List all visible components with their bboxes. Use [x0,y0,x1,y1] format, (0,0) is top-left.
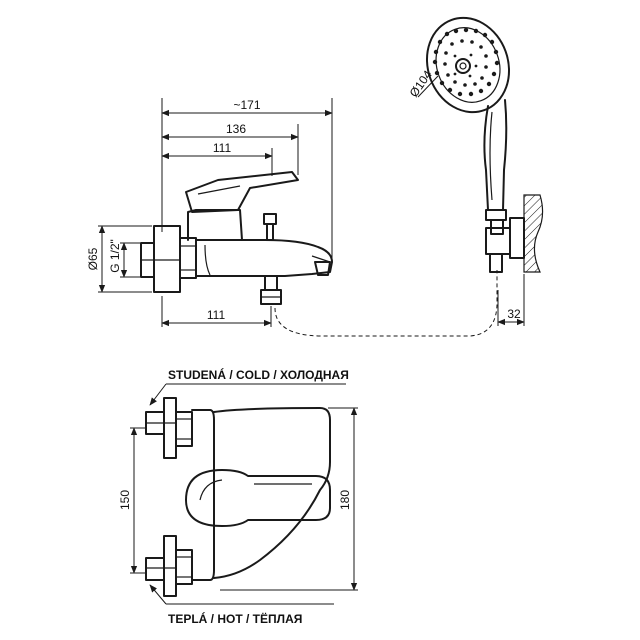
front-body-column [191,409,215,581]
dim-thread: G 1/2" [108,239,122,273]
diverter-stem [266,223,274,241]
dim-wall-to-outlet: 111 [207,308,226,322]
shower-outlet [264,275,278,291]
holder-bracket [485,227,511,255]
cold-nut [175,411,193,447]
hot-inlet-connector [145,557,165,581]
front-body-shell [213,407,331,579]
shower-handle [483,99,508,211]
top-dimensions: ~171 136 111 111 Ø65 G 1/2" [86,98,333,327]
hot-nut [175,549,193,585]
lever-handle [185,171,299,213]
mixer-side-view [140,171,333,305]
wall-section [523,194,544,273]
hand-shower: Ø104 32 [407,16,544,326]
holder-ring [485,209,507,221]
shower-hose-path [274,270,498,337]
dim-body-height: 180 [338,490,352,510]
dim-holder-offset: 32 [507,307,521,321]
cold-label: STUDENÁ / COLD / ХОЛОДНАЯ [168,367,349,382]
hose-connector [489,253,503,273]
holder-wall-plate [509,217,525,259]
front-lever [185,469,331,527]
shower-nozzles [432,27,500,97]
dim-rosette-diameter: Ø65 [86,247,100,270]
hot-rosette [163,535,177,597]
cartridge-housing [187,209,243,241]
hot-label: TEPLÁ / HOT / ТЁПЛАЯ [168,611,302,626]
dim-spout-length: 136 [226,122,246,136]
shower-head [425,16,511,114]
mixer-body [195,239,333,277]
cold-rosette [163,397,177,459]
dim-lever-length: 111 [213,141,232,155]
diverter-knob [263,213,277,225]
mixer-front-view [145,397,331,597]
spout-outlet [314,261,331,276]
bottom-dimensions: 150 180 [118,407,358,591]
wall-rosette [153,225,181,293]
shower-head-center [455,58,471,74]
nut [179,237,197,279]
dim-inlet-spacing: 150 [118,490,132,510]
dim-overall-length: ~171 [233,98,260,112]
